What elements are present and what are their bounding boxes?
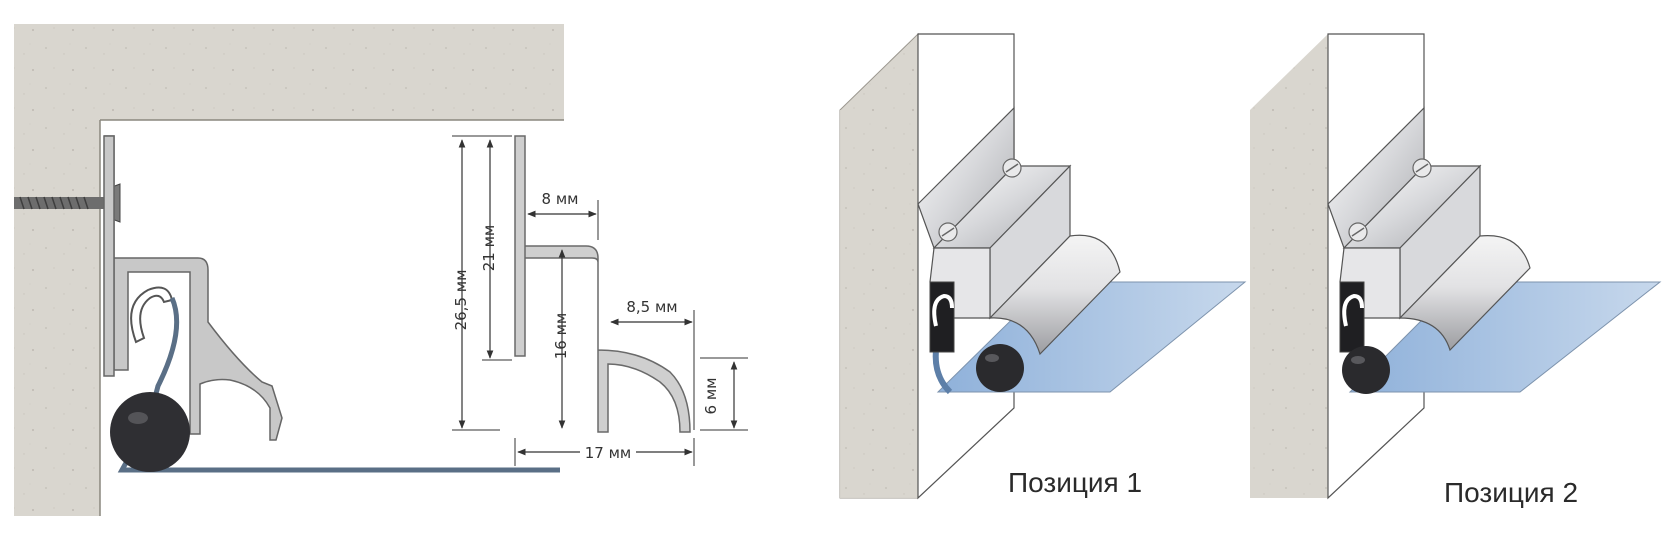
screw-head-icon [1348, 222, 1368, 242]
dim-total-width: 17 мм [585, 444, 632, 462]
ceiling-slab [14, 24, 564, 120]
section-dimensions: 26,5 мм 21 мм 8 мм 16 мм 8,5 мм 6 мм 17 … [452, 135, 748, 466]
dim-lip-offset: 8,5 мм [626, 298, 677, 316]
dim-hook-height: 6 мм [702, 378, 720, 415]
illustration-position-2: Позиция 2 [1250, 33, 1662, 508]
dim-total-height: 26,5 мм [452, 270, 470, 331]
installed-profile [104, 135, 283, 441]
hook-icon [130, 286, 174, 344]
concrete-wall [14, 24, 100, 516]
profile-outline [514, 135, 691, 433]
caption-position-2: Позиция 2 [1444, 477, 1578, 508]
section-installation [14, 24, 564, 516]
illustration-position-1: Позиция 1 [839, 32, 1247, 500]
screw-head-icon [1412, 158, 1432, 178]
dim-lower-height: 16 мм [552, 313, 570, 360]
caption-position-1: Позиция 1 [1008, 467, 1142, 498]
dim-top-offset: 8 мм [542, 190, 579, 208]
screw-head-icon [1002, 158, 1022, 178]
dim-upper-height: 21 мм [480, 225, 498, 272]
screw-head-icon [938, 222, 958, 242]
bead-cord [110, 392, 190, 472]
